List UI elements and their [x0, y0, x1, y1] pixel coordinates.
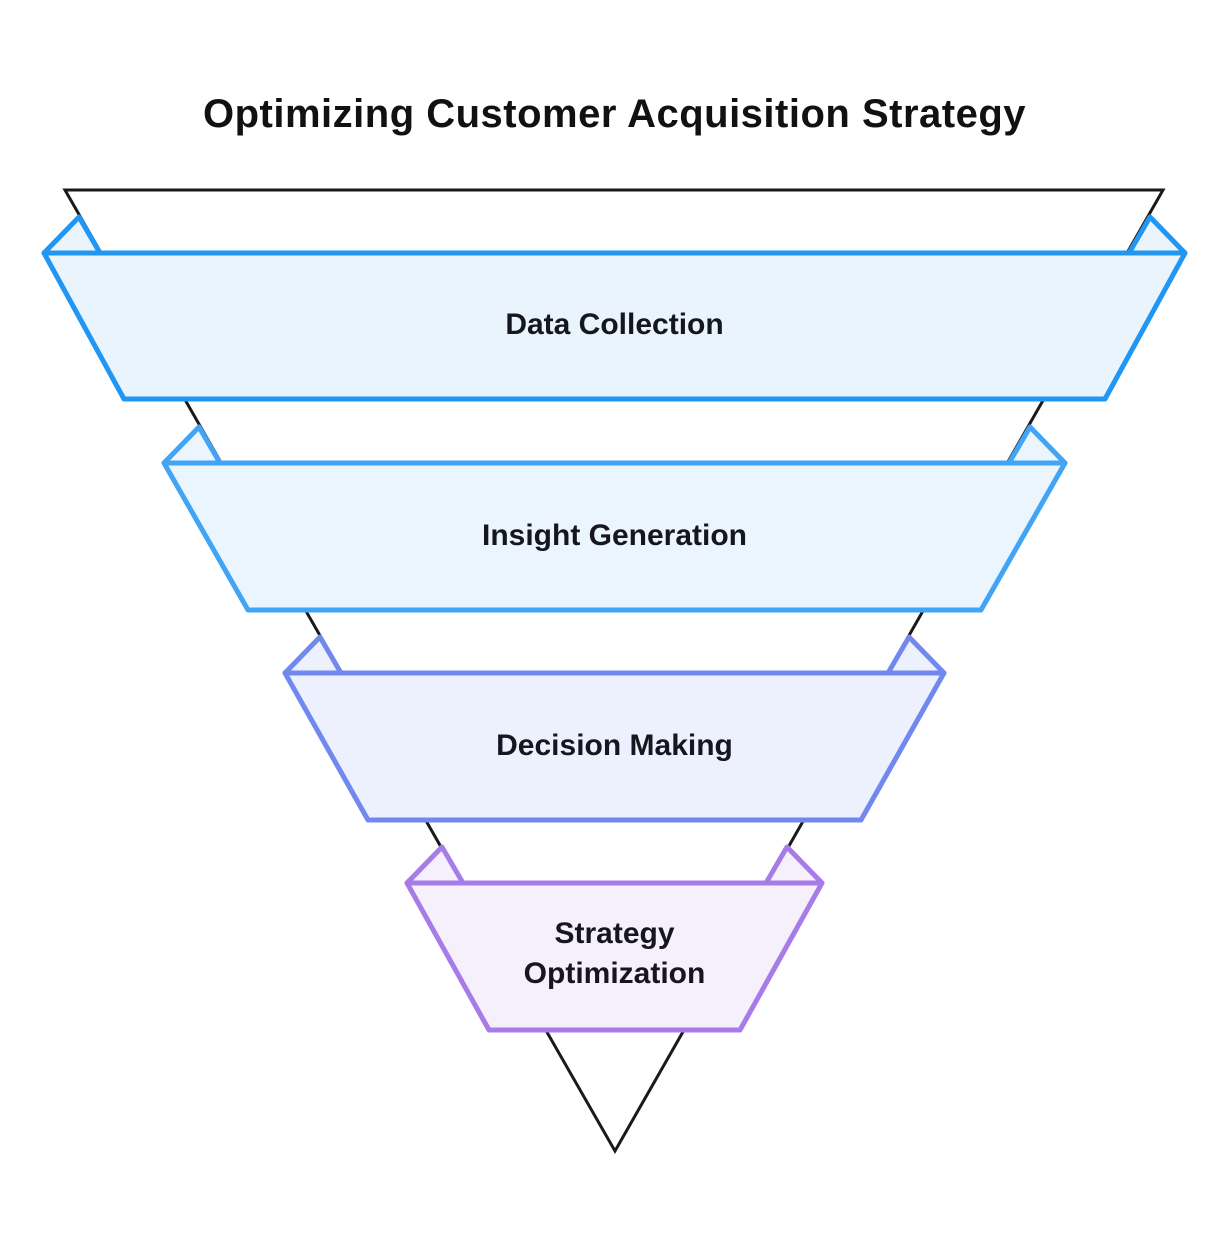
stage-trapezoid	[282, 670, 947, 823]
stage-trapezoid	[41, 250, 1188, 402]
stage-band-insight-generation	[161, 424, 1068, 613]
stage-label-data-collection: Data Collection	[505, 308, 724, 341]
ribbon-fold-right-icon	[763, 844, 825, 886]
ribbon-fold-right-icon	[1006, 424, 1068, 466]
ribbon-fold-right-icon	[885, 634, 947, 676]
ribbon-fold-left-icon	[161, 424, 223, 466]
ribbon-fold-left-icon	[41, 214, 103, 256]
stage-band-data-collection	[41, 214, 1188, 402]
ribbon-fold-left-icon	[404, 844, 466, 886]
stage-trapezoid	[161, 460, 1068, 613]
stage-label-decision-making: Decision Making	[496, 729, 733, 762]
stage-trapezoid	[404, 880, 825, 1033]
ribbon-fold-right-icon	[1126, 214, 1188, 256]
stage-band-strategy-optimization	[404, 844, 825, 1033]
stage-label-insight-generation: Insight Generation	[481, 519, 748, 552]
ribbon-fold-left-icon	[282, 634, 344, 676]
stage-label-strategy-optimization: Strategy Optimization	[523, 917, 706, 990]
diagram-title: Optimizing Customer Acquisition Strategy	[202, 92, 1027, 136]
stage-band-decision-making	[282, 634, 947, 823]
